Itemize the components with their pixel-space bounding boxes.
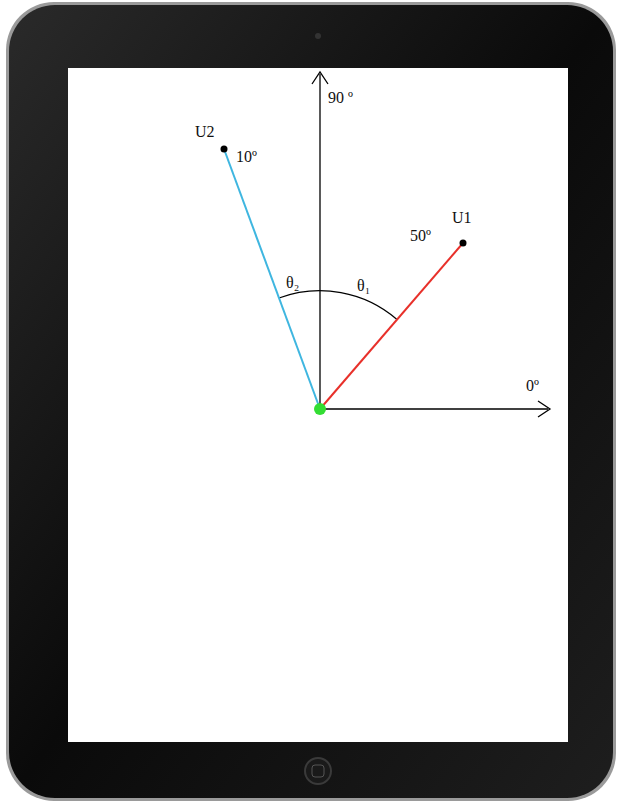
angle-symbol: θ₂ — [286, 275, 299, 291]
angle-value: 10º — [236, 149, 257, 165]
tablet-bezel — [9, 5, 613, 798]
home-button-icon — [312, 765, 324, 777]
vertical-axis — [319, 74, 320, 409]
origin-dot — [314, 403, 326, 415]
user-dot — [221, 146, 228, 153]
axis-label: 90 º — [328, 90, 353, 106]
horizontal-axis — [320, 408, 548, 409]
point-name: U2 — [195, 124, 215, 140]
user-dot — [460, 240, 467, 247]
tablet-screen — [68, 68, 568, 742]
angle-value: 50º — [410, 228, 431, 244]
camera-dot — [315, 33, 321, 39]
axis-arrowhead — [538, 401, 550, 417]
direction-ray — [320, 243, 463, 409]
axis-arrowhead — [312, 72, 328, 84]
axis-label: 0º — [526, 378, 539, 394]
direction-ray — [224, 149, 320, 409]
angle-arc — [279, 291, 397, 320]
angle-symbol: θ₁ — [357, 278, 370, 294]
home-button — [305, 758, 331, 784]
tablet-rim — [6, 2, 616, 801]
point-name: U1 — [452, 210, 472, 226]
